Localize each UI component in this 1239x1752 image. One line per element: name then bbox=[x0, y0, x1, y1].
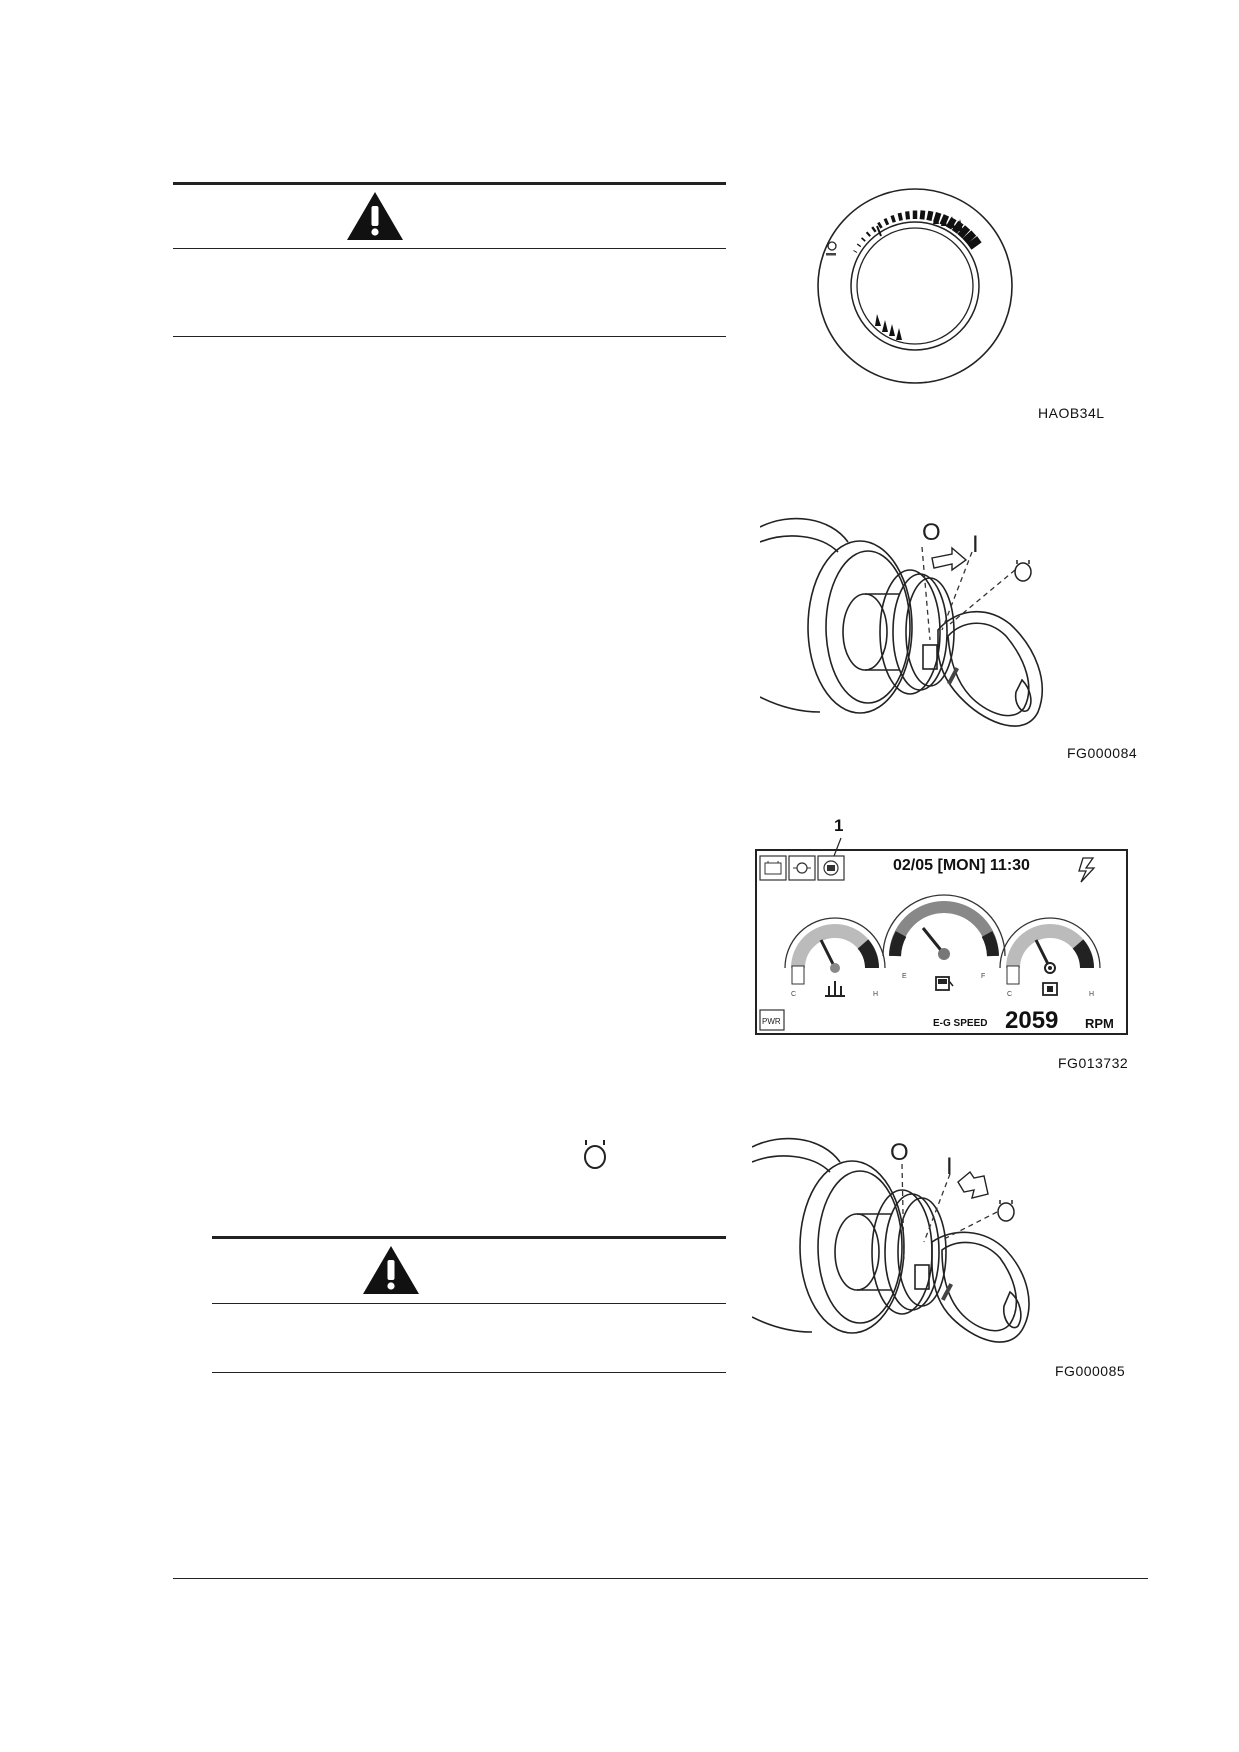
key-position-on: I bbox=[972, 531, 979, 558]
instrument-panel-display: 02/05 [MON] 11:30 C H E F bbox=[755, 837, 1128, 1035]
svg-text:H: H bbox=[873, 991, 878, 998]
dial-tick bbox=[856, 243, 862, 248]
warning-icon bbox=[363, 1246, 419, 1294]
dial-tick bbox=[919, 210, 926, 220]
engine-rpm-unit: RPM bbox=[1085, 1016, 1114, 1031]
svg-text:E: E bbox=[902, 973, 907, 980]
key-position-off: O bbox=[922, 519, 941, 546]
power-mode-indicator bbox=[759, 1009, 785, 1031]
key-position-off: O bbox=[890, 1139, 909, 1166]
figure-caption: FG000085 bbox=[1055, 1363, 1126, 1379]
power-mode-label: PWR bbox=[762, 1017, 781, 1026]
dial-tick bbox=[957, 225, 971, 239]
figure-caption: HAOB34L bbox=[1038, 405, 1105, 421]
dial-tick bbox=[877, 221, 883, 229]
hydraulic-oil-temp-gauge: C H bbox=[999, 917, 1101, 998]
warning-top-rule bbox=[173, 182, 726, 185]
engine-start-icon bbox=[997, 1200, 1015, 1222]
dial-arrows-top bbox=[933, 212, 963, 231]
engine-start-icon bbox=[1014, 560, 1032, 582]
dial-tick bbox=[962, 230, 977, 244]
dial-arrows-bottom bbox=[875, 314, 902, 340]
dial-tick bbox=[860, 237, 866, 242]
warning-header-rule bbox=[212, 1303, 726, 1304]
dial-tick bbox=[871, 226, 877, 233]
key-position-on: I bbox=[946, 1153, 953, 1180]
coolant-icon bbox=[825, 981, 845, 997]
preheat-indicator-icon bbox=[788, 855, 816, 881]
dial-tick bbox=[926, 210, 934, 222]
svg-text:F: F bbox=[981, 973, 985, 980]
fuel-icon bbox=[935, 976, 954, 991]
signal-icon bbox=[1078, 857, 1096, 883]
ignition-key-start-figure: O I bbox=[752, 1137, 1030, 1343]
figure-caption: FG013732 bbox=[1058, 1055, 1129, 1071]
dial-tick bbox=[966, 236, 982, 250]
dial-tick bbox=[883, 218, 890, 226]
engine-speed-label: E-G SPEED bbox=[933, 1018, 987, 1029]
dial-tick bbox=[897, 212, 903, 221]
warning-icon bbox=[347, 192, 403, 240]
warning-header-rule bbox=[173, 248, 726, 249]
warning-top-rule bbox=[212, 1236, 726, 1239]
dial-tick bbox=[905, 211, 911, 220]
coolant-temp-gauge: C H bbox=[784, 917, 886, 998]
dial-tick bbox=[890, 214, 896, 223]
figure-caption: FG000084 bbox=[1067, 745, 1138, 761]
warning-bottom-rule bbox=[173, 336, 726, 337]
battery-icon bbox=[759, 855, 787, 881]
starter-dial-figure bbox=[817, 188, 1013, 384]
dial-tick bbox=[853, 250, 858, 253]
warning-bottom-rule bbox=[212, 1372, 726, 1373]
preheat-icon bbox=[826, 241, 837, 256]
oil-temp-icon bbox=[1042, 982, 1058, 996]
fuel-gauge: E F bbox=[882, 894, 1006, 991]
engine-rpm-value: 2059 bbox=[1005, 1007, 1058, 1034]
display-datetime: 02/05 [MON] 11:30 bbox=[893, 857, 1030, 874]
svg-text:H: H bbox=[1089, 991, 1094, 998]
svg-text:C: C bbox=[791, 991, 796, 998]
svg-text:C: C bbox=[1007, 991, 1012, 998]
engine-check-icon bbox=[817, 855, 845, 881]
engine-start-inline-icon bbox=[584, 1140, 606, 1169]
footer-rule bbox=[173, 1578, 1148, 1579]
ignition-key-figure: O I bbox=[760, 517, 1043, 727]
callout-number: 1 bbox=[834, 816, 844, 835]
dial-tick bbox=[865, 231, 871, 237]
